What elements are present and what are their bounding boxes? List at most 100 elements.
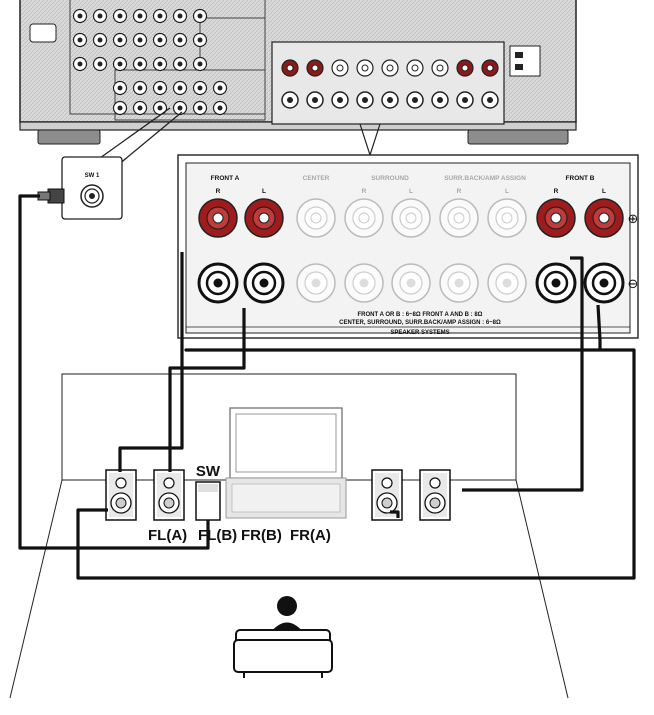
jack-center <box>137 105 143 111</box>
terminal-minus-hole <box>454 278 464 288</box>
receiver-terminal-minus-core <box>337 97 343 103</box>
terminal-minus-hole <box>359 278 369 288</box>
jack-center <box>137 13 143 19</box>
jack-center <box>157 13 163 19</box>
terminal-minus-hole <box>551 278 561 288</box>
surr-back-l-label: L <box>505 188 509 195</box>
jack-center <box>197 105 203 111</box>
receiver-terminal-minus-core <box>387 97 393 103</box>
jack-center <box>117 105 123 111</box>
receiver-terminal-plus-core <box>286 64 294 72</box>
terminal-plus-hole <box>501 212 513 224</box>
surround-r-label: R <box>362 188 367 195</box>
surr-back-label: SURR.BACK/AMP ASSIGN <box>444 175 526 182</box>
jack-center <box>217 105 223 111</box>
terminal-minus-hole <box>259 278 269 288</box>
jack-center <box>157 105 163 111</box>
speaker-labels: FL(A) FL(B) FR(B) FR(A) <box>148 527 331 544</box>
speaker-label-fl-a: FL(A) <box>148 527 187 544</box>
receiver-terminal-minus-core <box>362 97 368 103</box>
jack-center <box>77 13 83 19</box>
jack-center <box>137 85 143 91</box>
front-b-l-label: L <box>602 188 606 195</box>
speaker-tweeter <box>115 477 127 489</box>
terminal-plus-hole <box>358 212 370 224</box>
sw-label: SW <box>196 463 221 480</box>
jack-center <box>197 85 203 91</box>
speaker-label-fl-b: FL(B) <box>198 527 237 544</box>
speaker-terminal-panel: FRONT A CENTER SURROUND SURR.BACK/AMP AS… <box>177 154 639 339</box>
speaker-systems-footer: SPEAKER SYSTEMS <box>390 330 449 336</box>
receiver-terminal-plus-core <box>336 64 344 72</box>
front-a-label: FRONT A <box>211 175 240 182</box>
terminal-minus-hole <box>311 278 321 288</box>
receiver-terminal-plus-core <box>386 64 394 72</box>
terminal-plus-hole <box>550 212 562 224</box>
receiver-terminal-minus-core <box>437 97 443 103</box>
receiver-terminal-minus-core <box>287 97 293 103</box>
terminal-plus-hole <box>258 212 270 224</box>
front-b-label: FRONT B <box>566 175 595 182</box>
terminal-plus-hole <box>405 212 417 224</box>
impedance-line-2: CENTER, SURROUND, SURR.BACK/AMP ASSIGN :… <box>339 320 501 326</box>
speaker-woofer-cone <box>429 497 441 509</box>
surr-back-r-label: R <box>457 188 462 195</box>
listening-room: SW <box>9 373 569 699</box>
jack-center <box>177 37 183 43</box>
sw1-label: SW 1 <box>85 173 100 179</box>
receiver-terminal-plus-core <box>411 64 419 72</box>
terminal-plus-hole <box>310 212 322 224</box>
speaker-cables <box>18 194 636 580</box>
jack-center <box>197 61 203 67</box>
subwoofer-jack-callout: SW 1 <box>37 156 123 220</box>
receiver-terminal-minus-core <box>312 97 318 103</box>
speaker-woofer-cone <box>381 497 393 509</box>
speaker-woofer-cone <box>115 497 127 509</box>
subwoofer: SW <box>195 463 221 521</box>
jack-center <box>177 61 183 67</box>
receiver-terminal-plus-core <box>436 64 444 72</box>
terminal-minus-hole <box>502 278 512 288</box>
jack-center <box>117 37 123 43</box>
receiver-rear-panel <box>19 0 577 145</box>
jack-center <box>77 61 83 67</box>
receiver-terminal-minus-core <box>412 97 418 103</box>
speaker-label-fr-a: FR(A) <box>290 527 331 544</box>
jack-center <box>117 13 123 19</box>
speaker-label-fr-b: FR(B) <box>241 527 282 544</box>
front-a-l-label: L <box>262 188 266 195</box>
jack-center <box>177 85 183 91</box>
speaker-tweeter <box>429 477 441 489</box>
jack-center <box>177 13 183 19</box>
center-label: CENTER <box>303 175 330 182</box>
jack-center <box>157 37 163 43</box>
jack-center <box>117 61 123 67</box>
jack-center <box>97 37 103 43</box>
polarity-plus-label: ⊕ <box>628 211 639 226</box>
jack-center <box>137 37 143 43</box>
receiver-terminal-plus-core <box>486 64 494 72</box>
terminal-minus-hole <box>599 278 609 288</box>
terminal-minus-hole <box>406 278 416 288</box>
front-b-r-label: R <box>554 188 559 195</box>
surround-label: SURROUND <box>371 175 409 182</box>
jack-center <box>157 85 163 91</box>
terminal-plus-hole <box>453 212 465 224</box>
terminal-plus-hole <box>598 212 610 224</box>
jack-center <box>197 37 203 43</box>
jack-center <box>217 85 223 91</box>
front-a-r-label: R <box>216 188 221 195</box>
terminal-minus-hole <box>213 278 223 288</box>
tv <box>225 407 347 519</box>
jack-center <box>197 13 203 19</box>
impedance-line-1: FRONT A OR B : 6~8Ω FRONT A AND B : 8Ω <box>357 312 482 318</box>
jack-center <box>97 61 103 67</box>
jack-center <box>157 61 163 67</box>
speaker-tweeter <box>381 477 393 489</box>
jack-center <box>97 13 103 19</box>
jack-center <box>137 61 143 67</box>
terminal-plus-hole <box>212 212 224 224</box>
jack-center <box>117 85 123 91</box>
speaker-tweeter <box>163 477 175 489</box>
